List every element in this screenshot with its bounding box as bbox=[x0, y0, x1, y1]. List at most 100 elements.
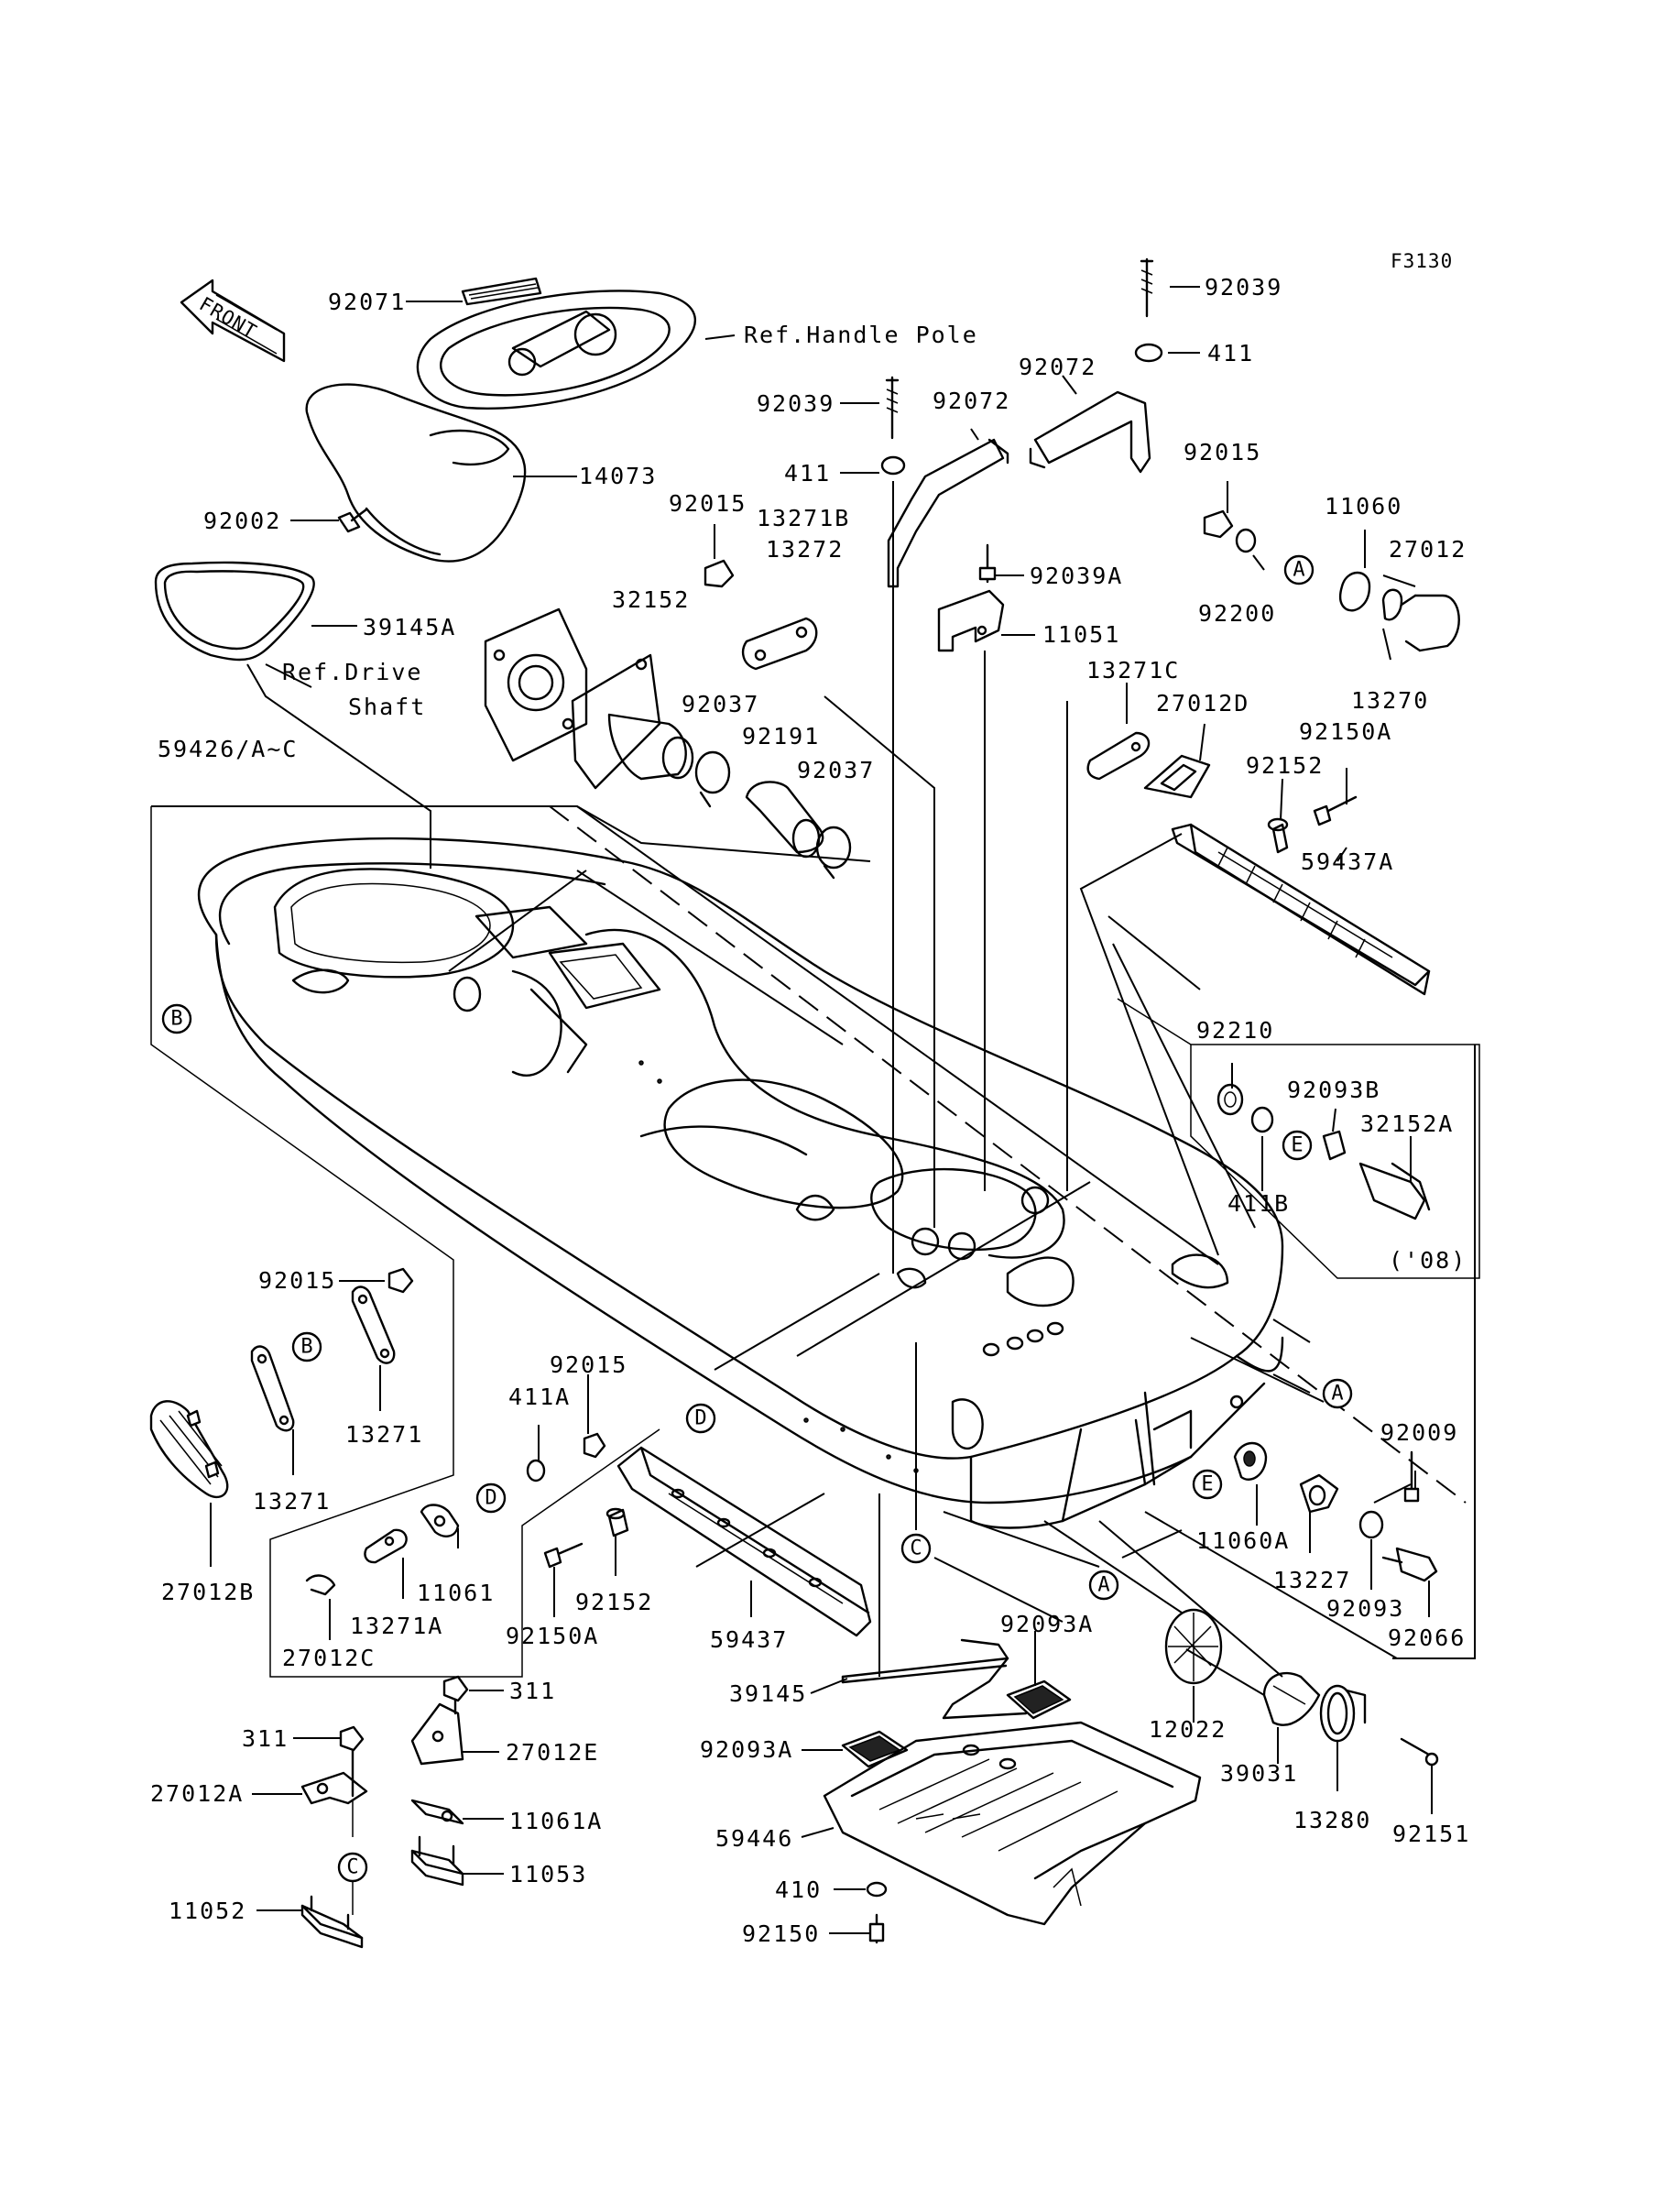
bolt-92150 bbox=[868, 1913, 885, 1944]
callout-C-hull: C bbox=[900, 1533, 932, 1564]
callout-D-left: D bbox=[475, 1482, 507, 1514]
svg-text:D: D bbox=[694, 1407, 706, 1430]
fitting-32152A bbox=[1358, 1162, 1431, 1220]
label-92093A-a: 92093A bbox=[1000, 1611, 1094, 1637]
label-39145A: 39145A bbox=[363, 614, 456, 640]
part-labels: 92071 Ref.Handle Pole 14073 92002 39145A… bbox=[150, 274, 1470, 1947]
svg-text:A: A bbox=[1331, 1383, 1343, 1406]
figure-code: F3130 bbox=[1391, 250, 1453, 272]
label-59426: 59426/A~C bbox=[158, 736, 298, 762]
callout-A-top: A bbox=[1283, 554, 1315, 585]
fitting-13227 bbox=[1299, 1473, 1339, 1514]
label-13227: 13227 bbox=[1273, 1567, 1351, 1593]
inset-box-right bbox=[1117, 998, 1480, 1279]
collar-92152-right bbox=[1267, 817, 1289, 854]
label-ref-handle-pole: Ref.Handle Pole bbox=[744, 322, 978, 348]
svg-text:C: C bbox=[346, 1856, 358, 1879]
ride-plate-59446 bbox=[823, 1721, 1202, 1926]
label-92009: 92009 bbox=[1380, 1419, 1458, 1446]
label-08: ('08) bbox=[1389, 1247, 1467, 1274]
label-14073: 14073 bbox=[579, 463, 657, 489]
label-92151: 92151 bbox=[1392, 1821, 1470, 1847]
washer-410 bbox=[866, 1881, 888, 1898]
label-27012B: 27012B bbox=[161, 1579, 255, 1605]
bolt-92150A-left bbox=[543, 1542, 584, 1569]
label-59437: 59437 bbox=[710, 1626, 788, 1653]
label-27012E: 27012E bbox=[506, 1739, 599, 1766]
drive-shaft-plate bbox=[484, 607, 588, 762]
label-92071: 92071 bbox=[328, 289, 406, 315]
rail-59437 bbox=[616, 1446, 872, 1637]
bolt-92002 bbox=[337, 508, 368, 533]
callout-A-hull: A bbox=[1322, 1378, 1353, 1409]
nut-311-right bbox=[442, 1675, 469, 1702]
rail-59437A bbox=[1171, 823, 1431, 996]
svg-text:A: A bbox=[1097, 1574, 1109, 1597]
label-ref-shaft: Shaft bbox=[348, 694, 426, 720]
bolt-92039-top bbox=[1140, 257, 1154, 318]
clip-27012C bbox=[305, 1574, 336, 1596]
plate-11061A bbox=[410, 1799, 464, 1825]
plate-11053 bbox=[410, 1835, 464, 1887]
label-11052: 11052 bbox=[169, 1898, 246, 1924]
plate-11052 bbox=[300, 1895, 364, 1949]
inset-left-frame bbox=[150, 834, 660, 1678]
cover-11060 bbox=[1338, 571, 1371, 612]
label-92150A-b: 92150A bbox=[506, 1623, 599, 1649]
label-27012D: 27012D bbox=[1156, 690, 1249, 717]
label-11053: 11053 bbox=[509, 1861, 587, 1887]
callout-E-hull: E bbox=[1192, 1469, 1223, 1500]
bolt-92039A bbox=[978, 543, 997, 584]
svg-text:C: C bbox=[910, 1537, 922, 1560]
label-411A: 411A bbox=[508, 1384, 571, 1410]
gasket-92093B bbox=[1322, 1130, 1347, 1161]
svg-text:D: D bbox=[485, 1487, 496, 1510]
label-411-top: 411 bbox=[1207, 340, 1254, 366]
ubolt-27012 bbox=[1400, 594, 1460, 652]
screen-92093A-right bbox=[1006, 1679, 1072, 1720]
bracket-27012E bbox=[410, 1698, 464, 1766]
label-92039A: 92039A bbox=[1030, 563, 1123, 589]
label-32152: 32152 bbox=[612, 586, 690, 613]
nut-92015-left bbox=[387, 1267, 414, 1294]
callout-C-bottom: C bbox=[337, 1852, 368, 1883]
label-11060A: 11060A bbox=[1196, 1527, 1290, 1554]
washer-92200 bbox=[1235, 528, 1257, 553]
washer-411B bbox=[1250, 1106, 1274, 1133]
label-92191: 92191 bbox=[742, 723, 820, 749]
label-92037-b: 92037 bbox=[797, 757, 875, 783]
label-11061A: 11061A bbox=[509, 1808, 603, 1834]
label-92150: 92150 bbox=[742, 1920, 820, 1947]
nut-92015-mid bbox=[704, 559, 735, 588]
callout-E-box: E bbox=[1282, 1130, 1313, 1161]
callout-B-hull: B bbox=[161, 1003, 192, 1034]
cleat-27012B bbox=[149, 1400, 229, 1499]
label-13280: 13280 bbox=[1293, 1807, 1371, 1833]
nut-92015-right bbox=[1203, 509, 1234, 539]
label-13272: 13272 bbox=[766, 536, 844, 563]
label-92200: 92200 bbox=[1198, 600, 1276, 627]
screen-92093A-left bbox=[841, 1730, 909, 1768]
label-ref-drive: Ref.Drive bbox=[282, 659, 422, 685]
nut-92015-midleft bbox=[583, 1432, 606, 1459]
bracket-92072-left bbox=[887, 438, 1009, 588]
label-11060: 11060 bbox=[1325, 493, 1402, 520]
label-311-b: 311 bbox=[509, 1678, 556, 1704]
label-411: 411 bbox=[784, 460, 831, 487]
callout-B-left: B bbox=[291, 1331, 322, 1362]
label-92093A-b: 92093A bbox=[700, 1736, 793, 1763]
callout-D-hull: D bbox=[685, 1403, 716, 1434]
label-92152-a: 92152 bbox=[1246, 752, 1324, 779]
label-92039: 92039 bbox=[757, 390, 835, 417]
label-92015-a: 92015 bbox=[1184, 439, 1261, 465]
cleat-27012D bbox=[1143, 754, 1211, 799]
bolt-92009 bbox=[1403, 1450, 1420, 1503]
clamp-92037-a bbox=[694, 750, 731, 808]
seat-cover bbox=[305, 383, 527, 563]
hull-body bbox=[198, 837, 1284, 1529]
label-92015-b: 92015 bbox=[669, 490, 747, 517]
plate-13271C bbox=[1086, 731, 1151, 781]
plate-13271-bottom bbox=[250, 1345, 295, 1432]
bracket-92072-right bbox=[1029, 390, 1151, 474]
